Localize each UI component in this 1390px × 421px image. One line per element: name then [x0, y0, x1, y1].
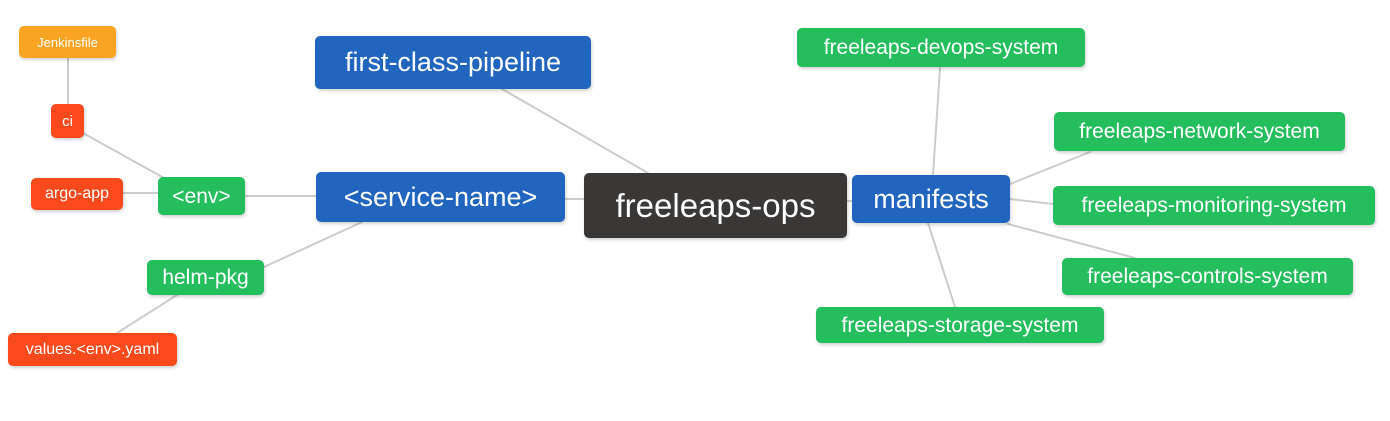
node-service-name[interactable]: <service-name>	[316, 172, 565, 222]
node-values-env-yaml[interactable]: values.<env>.yaml	[8, 333, 177, 366]
edge-manifests-devops-system	[932, 67, 941, 176]
node-freeleaps-ops[interactable]: freeleaps-ops	[584, 173, 847, 238]
node-jenkinsfile[interactable]: Jenkinsfile	[19, 26, 116, 58]
edge-helm-pkg-values-env-yaml	[116, 294, 178, 334]
node-helm-pkg[interactable]: helm-pkg	[147, 260, 264, 295]
node-first-class-pipeline[interactable]: first-class-pipeline	[315, 36, 591, 89]
edge-manifests-network-system	[1009, 151, 1091, 185]
edge-service-name-helm-pkg	[263, 221, 363, 268]
node-ci[interactable]: ci	[51, 104, 84, 138]
node-argo-app[interactable]: argo-app	[31, 178, 123, 210]
node-freeleaps-monitoring-system[interactable]: freeleaps-monitoring-system	[1053, 186, 1375, 225]
edge-ci-env	[82, 132, 165, 179]
node-freeleaps-devops-system[interactable]: freeleaps-devops-system	[797, 28, 1085, 67]
node-freeleaps-controls-system[interactable]: freeleaps-controls-system	[1062, 258, 1353, 295]
node-freeleaps-network-system[interactable]: freeleaps-network-system	[1054, 112, 1345, 151]
node-manifests[interactable]: manifests	[852, 175, 1010, 223]
edge-manifests-monitoring-system	[1009, 198, 1054, 205]
node-freeleaps-storage-system[interactable]: freeleaps-storage-system	[816, 307, 1104, 343]
edge-first-class-pipeline-ops	[501, 88, 649, 174]
edge-manifests-storage-system	[927, 222, 956, 308]
node-env[interactable]: <env>	[158, 177, 245, 215]
edge-manifests-controls-system	[1007, 223, 1136, 259]
